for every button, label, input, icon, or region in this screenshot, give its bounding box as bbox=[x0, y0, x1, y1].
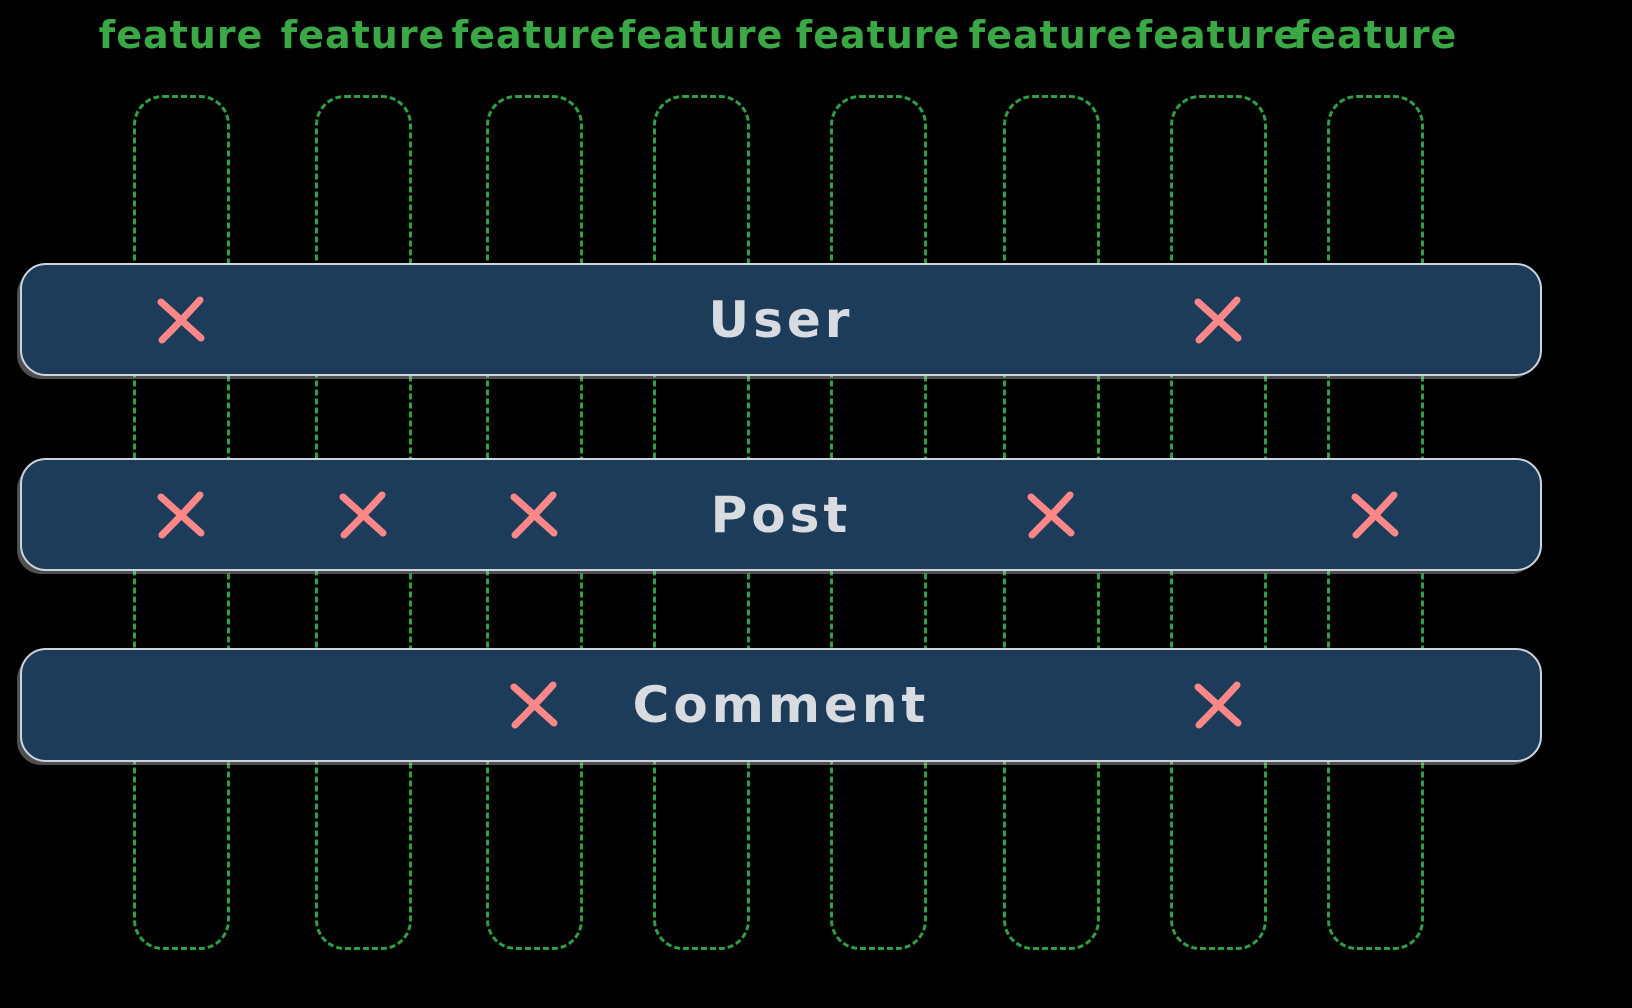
feature-column-label: feature bbox=[1292, 13, 1458, 57]
entity-row-comment: Comment bbox=[20, 648, 1542, 762]
x-mark bbox=[1185, 287, 1251, 353]
feature-column-label: feature bbox=[280, 13, 446, 57]
entity-row-label: User bbox=[708, 290, 854, 349]
x-mark bbox=[1018, 482, 1084, 548]
entity-row-label: Comment bbox=[632, 676, 930, 734]
entity-row-label: Post bbox=[710, 485, 852, 544]
x-mark bbox=[148, 287, 214, 353]
feature-column-label: feature bbox=[968, 13, 1134, 57]
feature-column-label: feature bbox=[98, 13, 264, 57]
feature-column-label: feature bbox=[1135, 13, 1301, 57]
x-mark bbox=[501, 672, 567, 738]
x-mark bbox=[1342, 482, 1408, 548]
entity-row-post: Post bbox=[20, 458, 1542, 571]
x-mark bbox=[148, 482, 214, 548]
feature-column-label: feature bbox=[795, 13, 961, 57]
x-mark bbox=[1185, 672, 1251, 738]
feature-column-label: feature bbox=[618, 13, 784, 57]
feature-column-label: feature bbox=[451, 13, 617, 57]
entity-row-user: User bbox=[20, 263, 1542, 376]
x-mark bbox=[501, 482, 567, 548]
x-mark bbox=[330, 482, 396, 548]
